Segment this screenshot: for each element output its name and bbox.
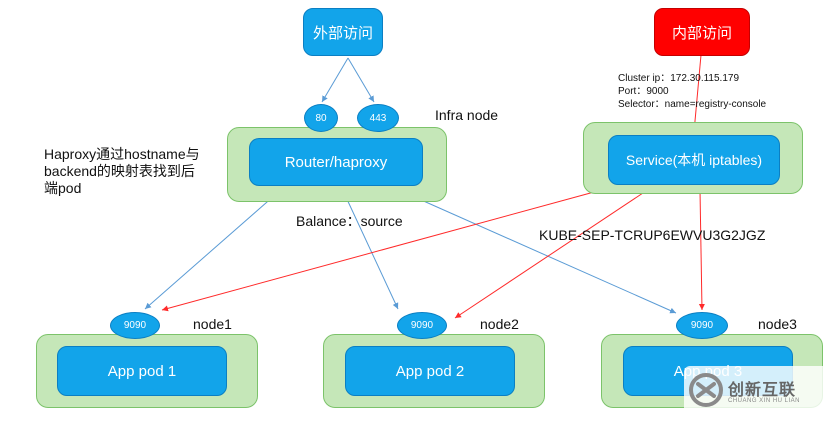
port-443-label: 443 xyxy=(369,112,387,124)
arrow-internal-to-service xyxy=(691,54,702,133)
node1-label: node1 xyxy=(193,316,232,332)
service-info: Cluster ip：172.30.115.179 Port：9000 Sele… xyxy=(618,72,766,111)
internal-access-box: 内部访问 xyxy=(654,8,750,56)
haproxy-note-line-1: Haproxy通过hostname与 xyxy=(44,146,200,162)
watermark-logo-icon xyxy=(689,373,723,407)
arrow-service-to-pod2 xyxy=(454,184,656,319)
app-pod-2-label: App pod 2 xyxy=(395,362,465,380)
external-access-label: 外部访问 xyxy=(312,24,373,42)
watermark-name: 创新互联 xyxy=(728,382,797,399)
service-box: Service(本机 iptables) xyxy=(608,135,780,185)
port-9090-node3: 9090 xyxy=(676,312,728,339)
balance-label: Balance：source xyxy=(296,213,403,229)
arrow-router-to-pod3 xyxy=(409,194,677,314)
port-9090-node2-label: 9090 xyxy=(410,320,434,331)
arrow-service-to-pod1 xyxy=(161,179,639,312)
arrow-router-to-pod1 xyxy=(144,194,276,310)
arrow-external-to-80 xyxy=(321,57,349,103)
node2-label: node2 xyxy=(480,316,519,332)
router-label-text: Router/haproxy xyxy=(284,153,388,171)
router-label: Router/haproxy xyxy=(285,154,388,171)
router-box: Router/haproxy xyxy=(249,138,423,186)
node3-label: node3 xyxy=(758,316,797,332)
arrow-external-to-443 xyxy=(347,57,375,103)
port-80-label: 80 xyxy=(315,112,327,124)
haproxy-note: Haproxy通过hostname与 backend的映射表找到后 端pod xyxy=(44,146,200,197)
haproxy-note-line-2: backend的映射表找到后 xyxy=(44,163,195,179)
port-443: 443 xyxy=(357,104,399,132)
app-pod-1: App pod 1 xyxy=(57,346,227,396)
app-pod-2: App pod 2 xyxy=(345,346,515,396)
app-pod-1-label: App pod 1 xyxy=(107,362,177,380)
service-label: Service(本机 iptables) xyxy=(625,152,763,168)
watermark: 创新互联 CHUANG XIN HU LIAN xyxy=(684,366,830,418)
internal-access-label: 内部访问 xyxy=(671,24,732,42)
external-access-box: 外部访问 xyxy=(303,8,383,56)
service-cluster-ip: Cluster ip：172.30.115.179 xyxy=(618,73,740,84)
arrow-service-to-pod3 xyxy=(698,189,705,311)
service-port: Port：9000 xyxy=(618,86,669,97)
arrow-router-to-pod2 xyxy=(344,194,399,310)
port-9090-node1: 9090 xyxy=(110,312,160,339)
watermark-sub: CHUANG XIN HU LIAN xyxy=(728,398,801,404)
port-9090-node3-label: 9090 xyxy=(690,320,714,331)
kube-sep-label: KUBE-SEP-TCRUP6EWVU3G2JGZ xyxy=(539,227,766,243)
port-9090-node1-label: 9090 xyxy=(123,320,147,331)
port-80: 80 xyxy=(304,104,338,132)
haproxy-note-line-3: 端pod xyxy=(44,180,82,196)
infra-node-label: Infra node xyxy=(435,107,499,123)
service-selector: Selector：name=registry-console xyxy=(618,99,767,110)
port-9090-node2: 9090 xyxy=(397,312,447,339)
